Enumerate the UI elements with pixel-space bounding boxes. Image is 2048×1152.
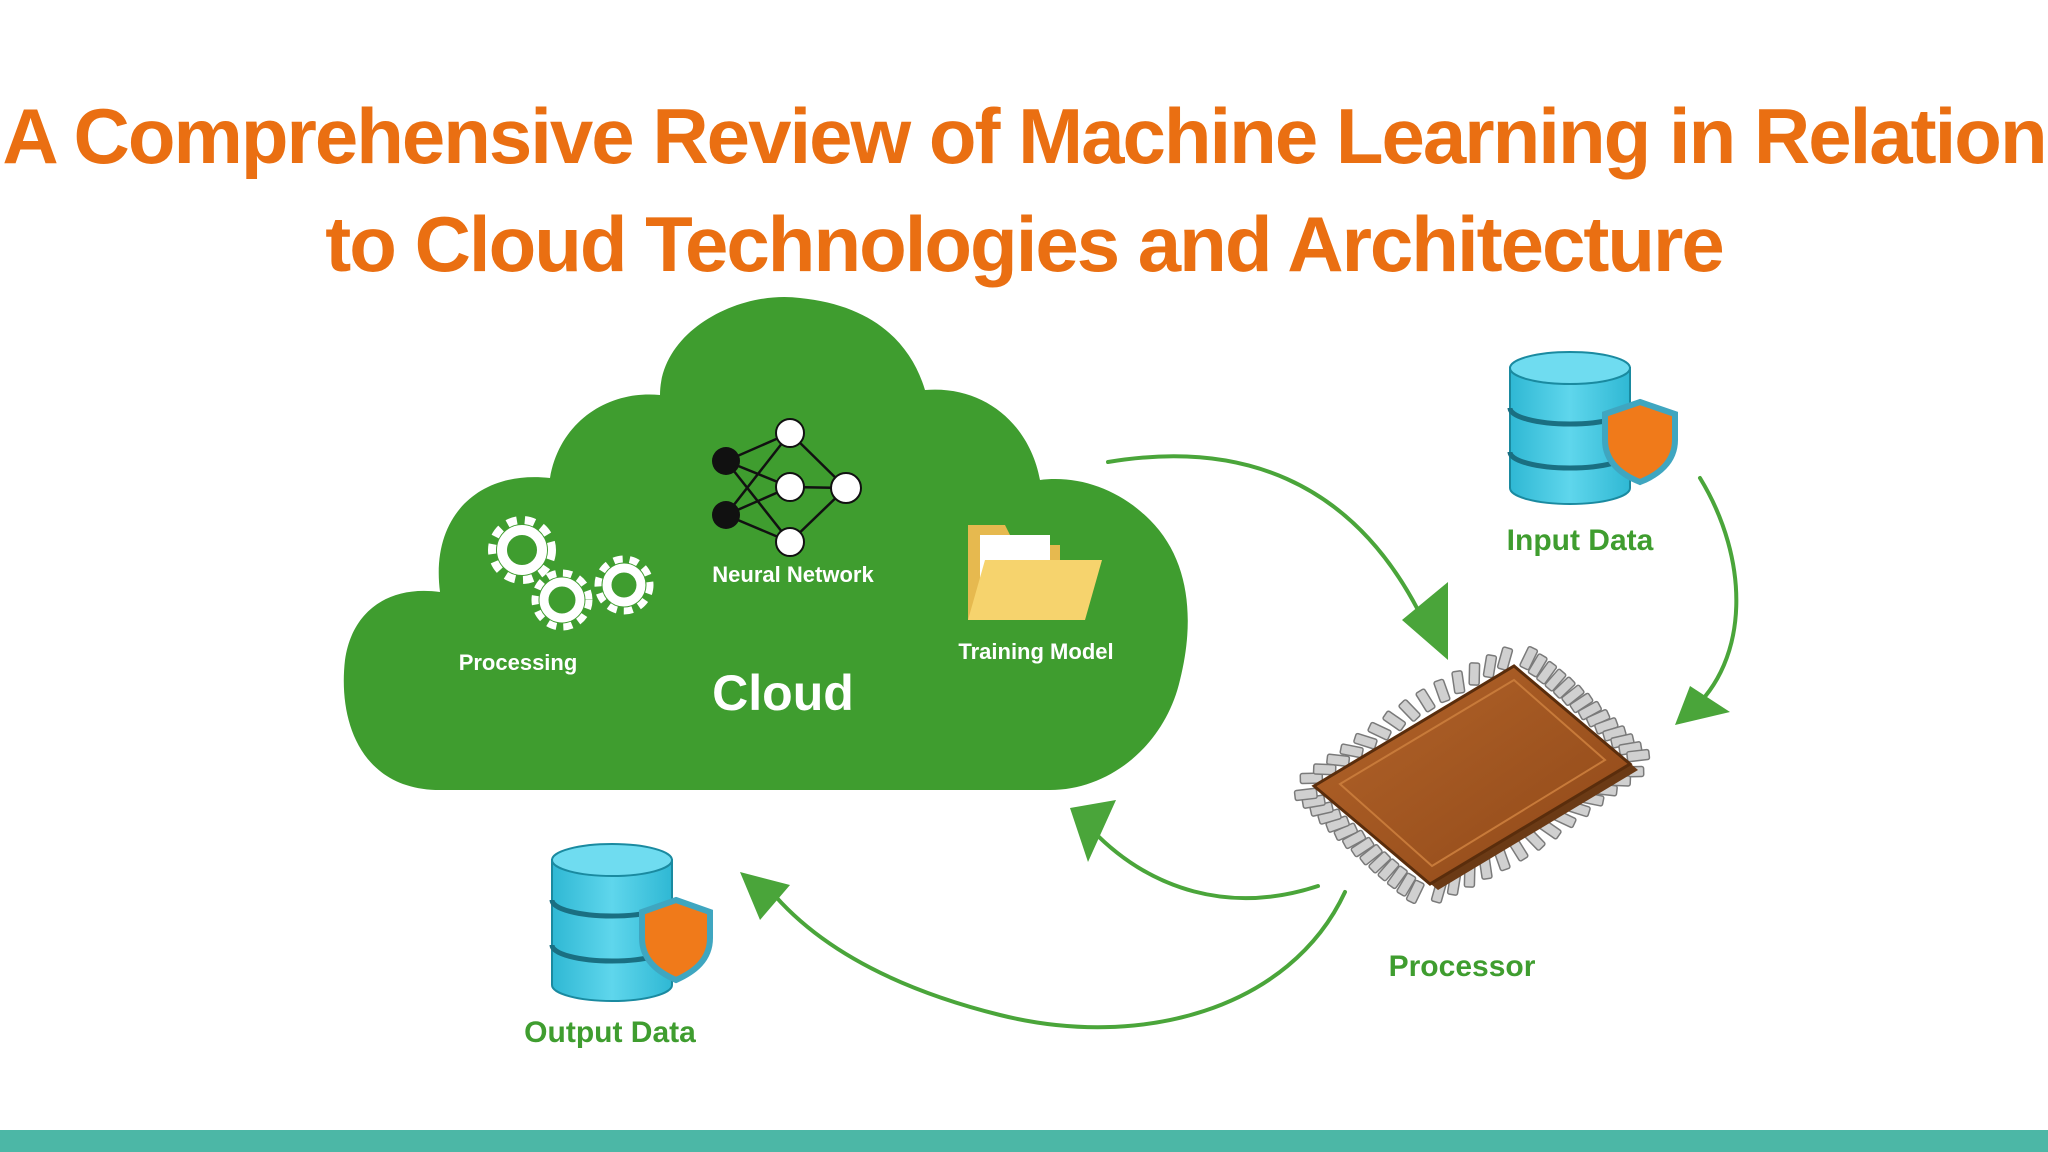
chip-pin <box>1561 684 1585 706</box>
title-line-1: A Comprehensive Review of Machine Learni… <box>2 92 2047 180</box>
chip-pin <box>1405 879 1425 905</box>
chip-pin <box>1552 676 1576 699</box>
chip-pin <box>1293 787 1318 802</box>
database-shield-icon <box>1507 351 1678 505</box>
chip-pin <box>1339 743 1364 759</box>
chip-pin <box>1496 646 1514 671</box>
chip-pin <box>1415 688 1436 713</box>
chip-pin <box>1544 668 1567 692</box>
chip-pin <box>1482 654 1498 679</box>
chip-pin <box>1519 645 1539 671</box>
chip-pin <box>1299 772 1324 785</box>
chip-pin <box>1626 748 1651 763</box>
chip-pin <box>1527 653 1548 678</box>
slide-title: A Comprehensive Review of Machine Learni… <box>0 82 2048 298</box>
gear-icon <box>488 516 654 631</box>
bottom-accent-bar <box>0 1130 2048 1152</box>
chip-pin <box>1451 670 1466 695</box>
chip-pin <box>1569 692 1594 714</box>
cloud-shape <box>343 296 1188 790</box>
chip-pin <box>1368 851 1392 874</box>
arrow-head <box>740 582 1730 920</box>
neural-network-icon <box>712 418 862 557</box>
chip-pin <box>1367 721 1392 741</box>
processor-chip-icon <box>1293 645 1651 905</box>
arrow-icon <box>768 454 1739 1030</box>
chip-pin <box>1433 678 1451 704</box>
chip-pin <box>1350 836 1375 858</box>
training-model-label: Training Model <box>958 639 1113 664</box>
chip-pin <box>1468 662 1481 686</box>
database-shield-icon <box>549 843 713 1002</box>
chip-pin <box>1398 699 1421 722</box>
chip-pin <box>1312 763 1337 776</box>
chip-pin <box>1386 865 1408 890</box>
chip-pin <box>1359 844 1383 866</box>
processor-label: Processor <box>1389 950 1536 983</box>
processing-label: Processing <box>459 650 578 675</box>
input-data-label: Input Data <box>1507 524 1654 557</box>
cloud-label: Cloud <box>712 665 854 721</box>
output-data-label: Output Data <box>524 1016 696 1049</box>
chip-pin <box>1396 872 1417 897</box>
title-line-2: to Cloud Technologies and Architecture <box>325 200 1724 288</box>
neural-network-label: Neural Network <box>712 562 874 587</box>
chip-pin <box>1536 660 1558 685</box>
chip-pin <box>1382 710 1407 732</box>
chip-pin <box>1377 858 1400 882</box>
chip-pin <box>1326 753 1351 767</box>
folder-icon <box>968 525 1102 620</box>
chip-pin <box>1353 732 1378 750</box>
